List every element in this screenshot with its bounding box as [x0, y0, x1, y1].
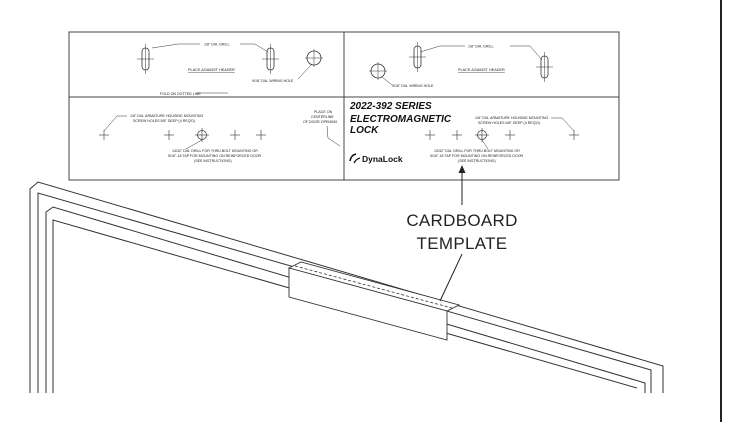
- folded-template-on-header: [287, 261, 461, 341]
- arrow-up-icon: [458, 165, 466, 173]
- wiring-label: 9/16" DIA. WIRING HOLE: [392, 84, 434, 88]
- callout-leader: [439, 253, 463, 302]
- drill-hole-icon: [262, 44, 279, 74]
- centerline-label-line2: CENTERLINE: [311, 115, 334, 119]
- drill-hole-icon: [536, 52, 553, 82]
- drill-label: 1/8" DIA. DRILL: [468, 45, 493, 49]
- mounting-hole-icon: [569, 130, 579, 140]
- drill-label-line3: (SEE INSTRUCTIONS): [194, 159, 232, 163]
- door-frame: [29, 181, 664, 393]
- drill-label-line1: 13/32" DIA. DRILL FOR THRU BOLT MOUNTING…: [172, 149, 258, 153]
- drill-label: 1/8" DIA. DRILL: [204, 43, 229, 47]
- header-label: PLACE AGAINST HEADER: [188, 68, 235, 72]
- callout-line1: CARDBOARD: [406, 211, 517, 230]
- wiring-hole-icon: [369, 62, 387, 80]
- dynalock-logo: DynaLock: [349, 153, 403, 164]
- series-title: 2022-392 SERIES: [349, 101, 432, 112]
- centerline-label-line1: PLACE ON: [314, 110, 333, 114]
- mounting-hole-icon: [230, 130, 240, 140]
- armature-label-line1: 1/8" DIA. ARMATURE HOUSING MOUNTING: [130, 114, 203, 118]
- wiring-hole-icon: [305, 49, 323, 67]
- callout: CARDBOARD TEMPLATE: [406, 165, 517, 302]
- thru-bolt-hole-icon: [475, 128, 489, 142]
- panel-bottom-left: 1/8" DIA. ARMATURE HOUSING MOUNTING SCRE…: [99, 110, 341, 163]
- mounting-hole-icon: [256, 130, 266, 140]
- callout-line2: TEMPLATE: [417, 234, 508, 253]
- armature-label-line2: SCREW HOLES 5/8" DEEP (4 REQ'D): [133, 119, 195, 123]
- mounting-hole-icon: [164, 130, 174, 140]
- drill-label-line2: 5/16"-18 TAP FOR MOUNTING ON REINFORCED …: [168, 154, 262, 158]
- drill-label-line1: 13/32" DIA. DRILL FOR THRU BOLT MOUNTING…: [434, 149, 520, 153]
- mounting-hole-icon: [425, 130, 435, 140]
- drill-label-line2: 5/16"-18 TAP FOR MOUNTING ON REINFORCED …: [430, 154, 524, 158]
- thru-bolt-hole-icon: [195, 128, 209, 142]
- armature-label-line1: 1/8" DIA. ARMATURE HOUSING MOUNTING: [475, 116, 548, 120]
- brand-name: DynaLock: [362, 154, 403, 164]
- fold-line: [294, 265, 453, 309]
- mounting-hole-icon: [99, 130, 109, 140]
- header-label: PLACE AGAINST HEADER: [458, 68, 505, 72]
- drill-label-line3: (SEE INSTRUCTIONS): [458, 159, 496, 163]
- mounting-hole-icon: [452, 130, 462, 140]
- drill-hole-icon: [137, 44, 154, 74]
- wiring-label: 9/16" DIA. WIRING HOLE: [252, 79, 294, 83]
- product-name-line1: ELECTROMAGNETIC: [350, 114, 452, 125]
- armature-label-line2: SCREW HOLES 5/8" DEEP (4 REQ'D): [478, 121, 540, 125]
- panel-top-left: 1/8" DIA. DRILL PLACE AGAINST HEADER 9/1…: [137, 43, 323, 96]
- product-name-line2: LOCK: [350, 125, 379, 136]
- mounting-hole-icon: [505, 130, 515, 140]
- centerline-label-line3: OF DOOR OPENING: [303, 120, 338, 124]
- panel-bottom-right: 2022-392 SERIES ELECTROMAGNETIC LOCK Dyn…: [349, 101, 579, 164]
- cardboard-template-sheet: 1/8" DIA. DRILL PLACE AGAINST HEADER 9/1…: [68, 31, 620, 181]
- drill-hole-icon: [409, 42, 426, 72]
- fold-label: FOLD ON DOTTED LINE: [160, 92, 201, 96]
- panel-top-right: 9/16" DIA. WIRING HOLE 1/8" DIA. DRILL P…: [369, 42, 553, 88]
